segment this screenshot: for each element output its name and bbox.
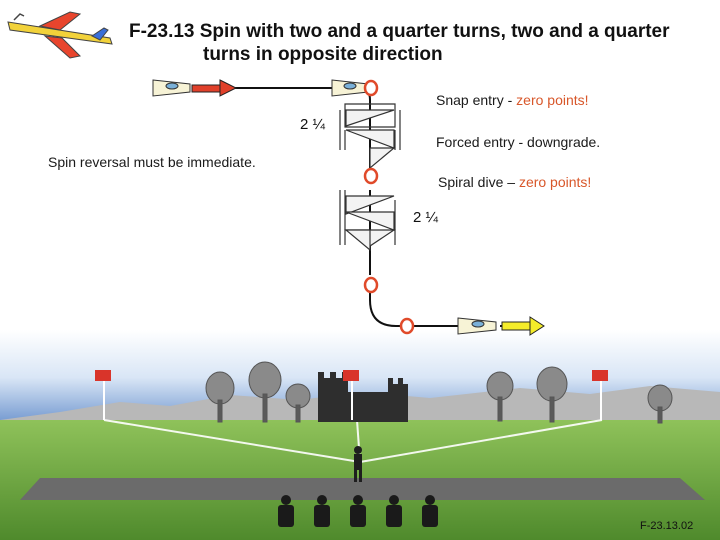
- marker-exit: [399, 317, 415, 335]
- markers: [363, 79, 415, 335]
- figure-code: F-23.13.02: [640, 520, 694, 532]
- airplane-entry: [331, 79, 369, 97]
- figure-title-line-2: turns in opposite direction: [203, 44, 443, 65]
- judges: [278, 495, 438, 527]
- airplane-exit: [457, 317, 497, 335]
- note-snap-entry: Snap entry - zero points!: [436, 92, 589, 108]
- turns-label-second: 2 ¼: [413, 209, 439, 226]
- marker-reversal: [363, 167, 379, 185]
- note-spiral-dive-penalty: zero points!: [518, 174, 592, 190]
- pilot-figure: [354, 446, 362, 482]
- note-spiral-dive: Spiral dive – zero points!: [438, 174, 591, 190]
- note-spiral-dive-prefix: Spiral dive –: [438, 174, 519, 190]
- trees: [205, 361, 673, 424]
- exit-arrow: [501, 316, 545, 336]
- marker-entry: [363, 79, 379, 97]
- entry-arrow: [191, 79, 238, 97]
- castle-silhouette: [318, 372, 408, 422]
- spin-symbol-2: [339, 190, 396, 252]
- runway: [20, 478, 705, 500]
- note-spin-reversal: Spin reversal must be immediate.: [48, 154, 256, 170]
- spin-symbol-1: [339, 103, 401, 170]
- logo-airplane: [7, 11, 113, 59]
- flag-left: [95, 370, 111, 420]
- note-snap-entry-prefix: Snap entry -: [436, 92, 517, 108]
- turns-label-first: 2 ¼: [300, 116, 326, 133]
- airplane-left: [152, 79, 191, 97]
- note-snap-entry-penalty: zero points!: [516, 92, 589, 108]
- marker-spin-end: [363, 276, 379, 294]
- note-forced-entry: Forced entry - downgrade.: [436, 134, 601, 150]
- flag-center: [343, 370, 359, 420]
- flag-right: [592, 370, 608, 420]
- figure-title-line-1: F-23.13 Spin with two and a quarter turn…: [129, 21, 670, 42]
